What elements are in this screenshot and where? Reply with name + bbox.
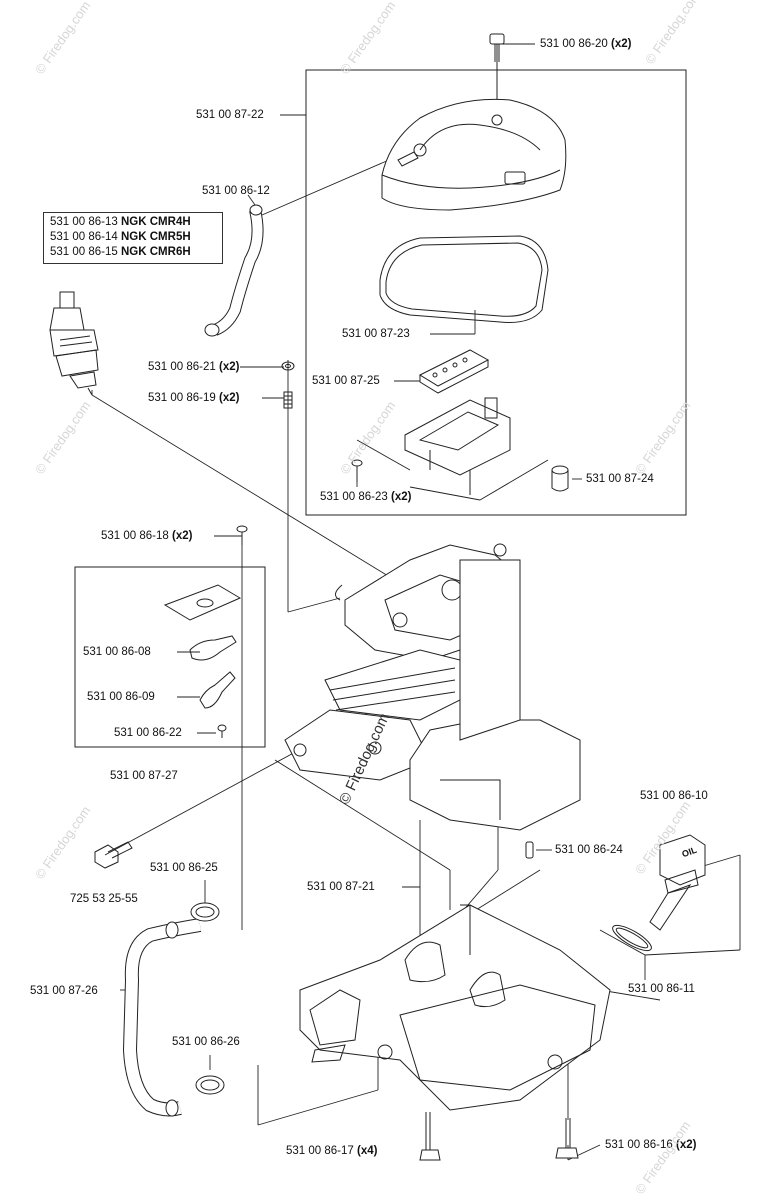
gasket-87-23 — [379, 235, 549, 323]
decomp-valve-group-frame — [74, 566, 266, 748]
screw-86-22 — [217, 724, 227, 738]
part-label-86-24: 531 00 86-24 — [555, 844, 623, 856]
clamp-86-25 — [190, 902, 220, 922]
part-label-87-25: 531 00 87-25 — [312, 375, 380, 387]
part-label-725-53-25-55: 725 53 25-55 — [70, 893, 138, 905]
spark-plug — [49, 291, 99, 396]
part-label-86-16: 531 00 86-16 (x2) — [605, 1139, 697, 1151]
part-label-86-21: 531 00 86-21 (x2) — [148, 361, 240, 373]
o-ring-86-11 — [612, 924, 652, 952]
spark-plug-option: 531 00 86-14 NGK CMR5H — [50, 231, 191, 243]
part-label-86-09: 531 00 86-09 — [87, 691, 155, 703]
part-label-86-23: 531 00 86-23 (x2) — [320, 491, 412, 503]
part-label-86-18: 531 00 86-18 (x2) — [101, 530, 193, 542]
screw-86-18 — [236, 525, 248, 545]
oil-cap-86-10 — [649, 834, 706, 931]
rocker-bracket — [404, 397, 511, 495]
part-label-86-26: 531 00 86-26 — [172, 1036, 240, 1048]
bushing-87-24 — [551, 465, 569, 492]
crankcase — [299, 904, 611, 1111]
part-label-86-17: 531 00 86-17 (x4) — [286, 1145, 378, 1157]
valve-cover-group-frame — [305, 69, 687, 516]
part-label-86-20: 531 00 86-20 (x2) — [540, 38, 632, 50]
decomp-plate — [163, 584, 242, 621]
part-label-86-08: 531 00 86-08 — [83, 646, 151, 658]
valve-cover — [381, 98, 567, 211]
hose-86-12 — [204, 204, 264, 337]
spark-plug-option: 531 00 86-15 NGK CMR6H — [50, 246, 191, 258]
clamp-86-26 — [195, 1075, 225, 1095]
bolt-86-16 — [555, 1118, 579, 1159]
part-label-87-23: 531 00 87-23 — [342, 328, 410, 340]
screw-86-23 — [351, 459, 363, 482]
part-label-87-22: 531 00 87-22 — [196, 109, 264, 121]
cylinder-assembly — [284, 543, 581, 831]
bolt-725-53-25-55 — [94, 841, 133, 869]
part-label-86-19: 531 00 86-19 (x2) — [148, 392, 240, 404]
lever-86-09 — [199, 671, 236, 709]
part-label-87-24: 531 00 87-24 — [586, 473, 654, 485]
stud-86-19 — [283, 391, 293, 409]
spark-plug-options-box: 531 00 86-13 NGK CMR4H 531 00 86-14 NGK … — [43, 212, 223, 264]
part-label-87-26: 531 00 87-26 — [30, 985, 98, 997]
part-label-86-11: 531 00 86-11 — [628, 983, 695, 995]
rocker-87-25 — [418, 349, 490, 394]
part-label-87-21: 531 00 87-21 — [307, 881, 375, 893]
part-label-87-27: 531 00 87-27 — [110, 770, 178, 782]
pin-86-24 — [525, 841, 534, 859]
part-label-86-12: 531 00 86-12 — [202, 185, 270, 197]
part-label-86-10: 531 00 86-10 — [640, 790, 708, 802]
part-label-86-22: 531 00 86-22 — [114, 727, 182, 739]
fuel-hose-87-26 — [122, 918, 202, 1117]
part-label-86-25: 531 00 86-25 — [150, 862, 218, 874]
gasket-86-08 — [189, 635, 237, 661]
spark-plug-option: 531 00 86-13 NGK CMR4H — [50, 216, 191, 228]
washer-86-21 — [281, 361, 295, 371]
bolt-86-17 — [419, 1112, 441, 1161]
